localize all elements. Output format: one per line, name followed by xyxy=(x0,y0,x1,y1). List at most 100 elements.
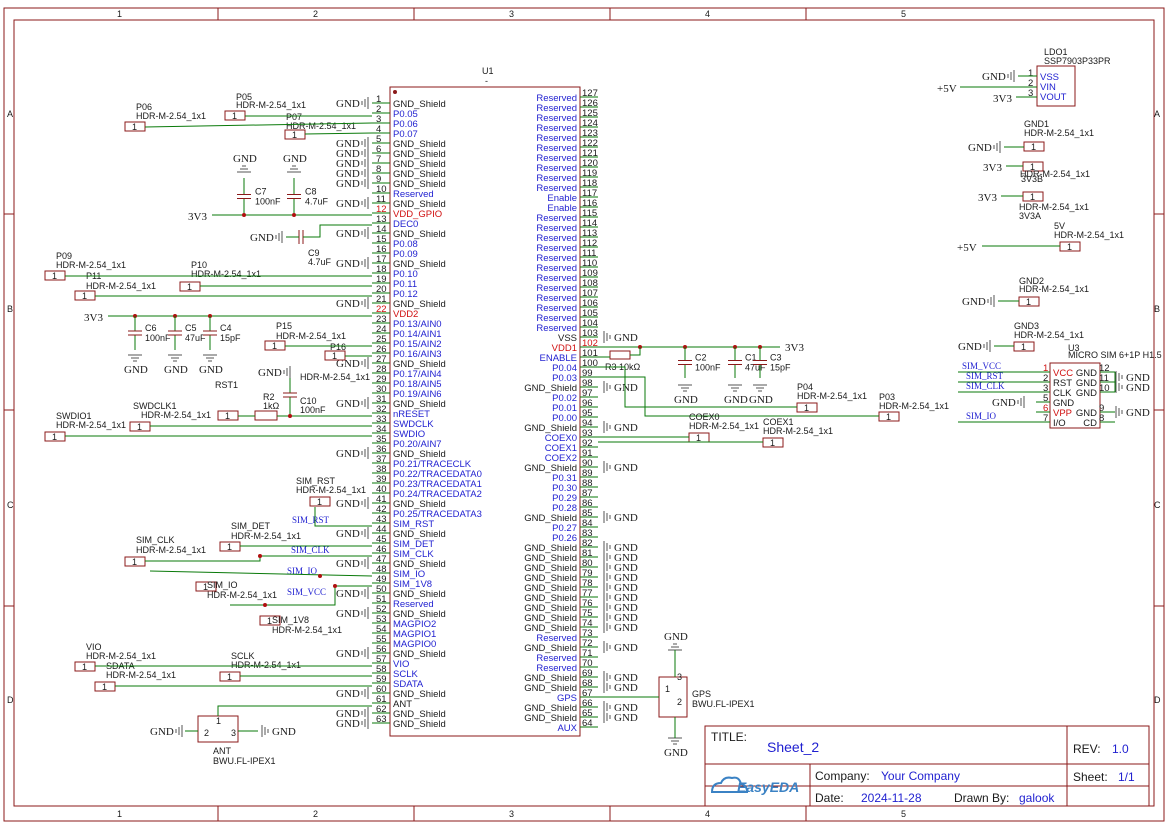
u1-pin-number: 63 xyxy=(376,714,387,725)
u1-pin-name: P0.02 xyxy=(552,393,577,404)
header-ref: 3V3A xyxy=(1019,211,1041,221)
capacitor-value: 100nF xyxy=(145,333,171,343)
u1-pin-number: 36 xyxy=(376,444,387,455)
u1-pin-number: 10 xyxy=(376,184,387,195)
header-pin-number: 1 xyxy=(1067,242,1072,252)
border-row-label: D xyxy=(1154,695,1161,705)
u1-pin-number: 43 xyxy=(376,514,387,525)
u3-pin-name: VPP xyxy=(1053,408,1072,419)
header-ref: VIO xyxy=(86,642,102,652)
border-row-label: B xyxy=(7,304,13,314)
u1-pin-number: 9 xyxy=(376,174,381,185)
sim-net-label: SIM_VCC xyxy=(287,587,326,597)
gnd-label: GND xyxy=(336,138,360,150)
header-value: HDR-M-2.54_1x1 xyxy=(141,410,211,420)
drawn-by-value: galook xyxy=(1019,791,1055,805)
u1-pin-number: 6 xyxy=(376,144,381,155)
capacitor-ref: C1 xyxy=(745,353,757,363)
u1-pin-name: P0.09 xyxy=(393,249,418,260)
u1-pin-name: GND_Shield xyxy=(393,559,446,570)
border-column-label: 4 xyxy=(705,809,710,819)
gnd-label: GND xyxy=(283,153,307,165)
wire xyxy=(149,570,373,577)
header-pin-number: 1 xyxy=(886,412,891,422)
u1-pin-name: ENABLE xyxy=(540,353,578,364)
u1-pin-name: Enable xyxy=(547,193,577,204)
header-ref: SIM_RST xyxy=(296,476,336,486)
u1-pin-name: P0.04 xyxy=(552,363,577,374)
wire xyxy=(630,347,641,356)
u1-pin-number: 39 xyxy=(376,474,387,485)
u1-pin-number: 32 xyxy=(376,404,387,415)
u1-pin-name: GND_Shield xyxy=(393,159,446,170)
5v-label: +5V xyxy=(957,242,977,254)
u1-pin-name: P0.29 xyxy=(552,493,577,504)
header-value: HDR-M-2.54_1x1 xyxy=(879,401,949,411)
u1-pin-name: P0.17/AIN4 xyxy=(393,369,442,380)
gnd-label: GND xyxy=(614,422,638,434)
u1-pin-number: 111 xyxy=(582,248,596,259)
header-value: HDR-M-2.54_1x1 xyxy=(1020,169,1090,179)
header-ref: P06 xyxy=(136,102,152,112)
header-value: HDR-M-2.54_1x1 xyxy=(86,651,156,661)
gnd-label: GND xyxy=(614,592,638,604)
u1-pin-number: 117 xyxy=(582,188,597,199)
u1-pin-name: GND_Shield xyxy=(524,623,577,634)
u1-pin-name: Reserved xyxy=(536,163,577,174)
header-pin-number: 1 xyxy=(696,433,701,443)
u1-pin-name: P0.07 xyxy=(393,129,418,140)
u1-pin-number: 103 xyxy=(582,328,598,339)
header-ref: SIM_1V8 xyxy=(272,615,309,625)
gnd-label: GND xyxy=(614,582,638,594)
u1-pin-number: 46 xyxy=(376,544,387,555)
capacitor-value: 4.7uF xyxy=(305,197,329,207)
u1-pin-number: 23 xyxy=(376,314,387,325)
u1-pin-name: SIM_RST xyxy=(393,519,434,530)
u1-pin-number: 94 xyxy=(582,418,593,429)
date-value: 2024-11-28 xyxy=(861,791,922,805)
date-label: Date: xyxy=(815,791,844,805)
header-ref: GND3 xyxy=(1014,321,1039,331)
u1-pin-number: 35 xyxy=(376,434,387,445)
border-column-label: 2 xyxy=(313,809,318,819)
gnd-label: GND xyxy=(336,528,360,540)
u1-pin-name: GND_Shield xyxy=(524,573,577,584)
u1-pin-number: 93 xyxy=(582,428,593,439)
header-ref: P09 xyxy=(56,251,72,261)
gnd-label: GND xyxy=(614,552,638,564)
ant-pin: 3 xyxy=(231,728,236,738)
u1-pin-name: GND_Shield xyxy=(393,169,446,180)
u1-pin-name: GND_Shield xyxy=(524,553,577,564)
sheet-label: Sheet: xyxy=(1073,770,1108,784)
u1-pin-name: Reserved xyxy=(536,123,577,134)
capacitor-value: 100nF xyxy=(255,197,281,207)
ldo-ref: LDO1 xyxy=(1044,47,1068,57)
header-value: HDR-M-2.54_1x1 xyxy=(276,331,346,341)
gnd-label: GND xyxy=(336,588,360,600)
header-ref: COEX1 xyxy=(763,417,794,427)
u3-pin-number: 1 xyxy=(1043,363,1048,374)
easyeda-logo: EasyEDA xyxy=(710,776,799,795)
u1-pin-name: GND_Shield xyxy=(393,399,446,410)
u1-pin-name: COEX0 xyxy=(545,433,577,444)
header-value: HDR-M-2.54_1x1 xyxy=(56,420,126,430)
u1-pin-number: 69 xyxy=(582,668,593,679)
header-pin-number: 1 xyxy=(1021,342,1026,352)
u3-pin-name: VCC xyxy=(1053,368,1073,379)
gnd-label: GND xyxy=(336,198,360,210)
u1-pin-name: P0.21/TRACECLK xyxy=(393,459,472,470)
u1-pin-name: Reserved xyxy=(536,213,577,224)
resistor-body xyxy=(254,410,278,421)
gnd-label: GND xyxy=(258,367,282,379)
u1-pin-number: 90 xyxy=(582,458,593,469)
header-value: HDR-M-2.54_1x1 xyxy=(86,281,156,291)
u1-pin-number: 8 xyxy=(376,164,381,175)
u3-pin-name: GND xyxy=(1076,368,1097,379)
u1-pin-number: 53 xyxy=(376,614,387,625)
gnd-label: GND xyxy=(272,726,296,738)
u1-pin-name: P0.08 xyxy=(393,239,418,250)
u1-pin-name: GND_Shield xyxy=(524,383,577,394)
u1-pin-name: P0.10 xyxy=(393,269,418,280)
header-value: HDR-M-2.54_1x1 xyxy=(300,372,370,382)
border-row-label: B xyxy=(1154,304,1160,314)
